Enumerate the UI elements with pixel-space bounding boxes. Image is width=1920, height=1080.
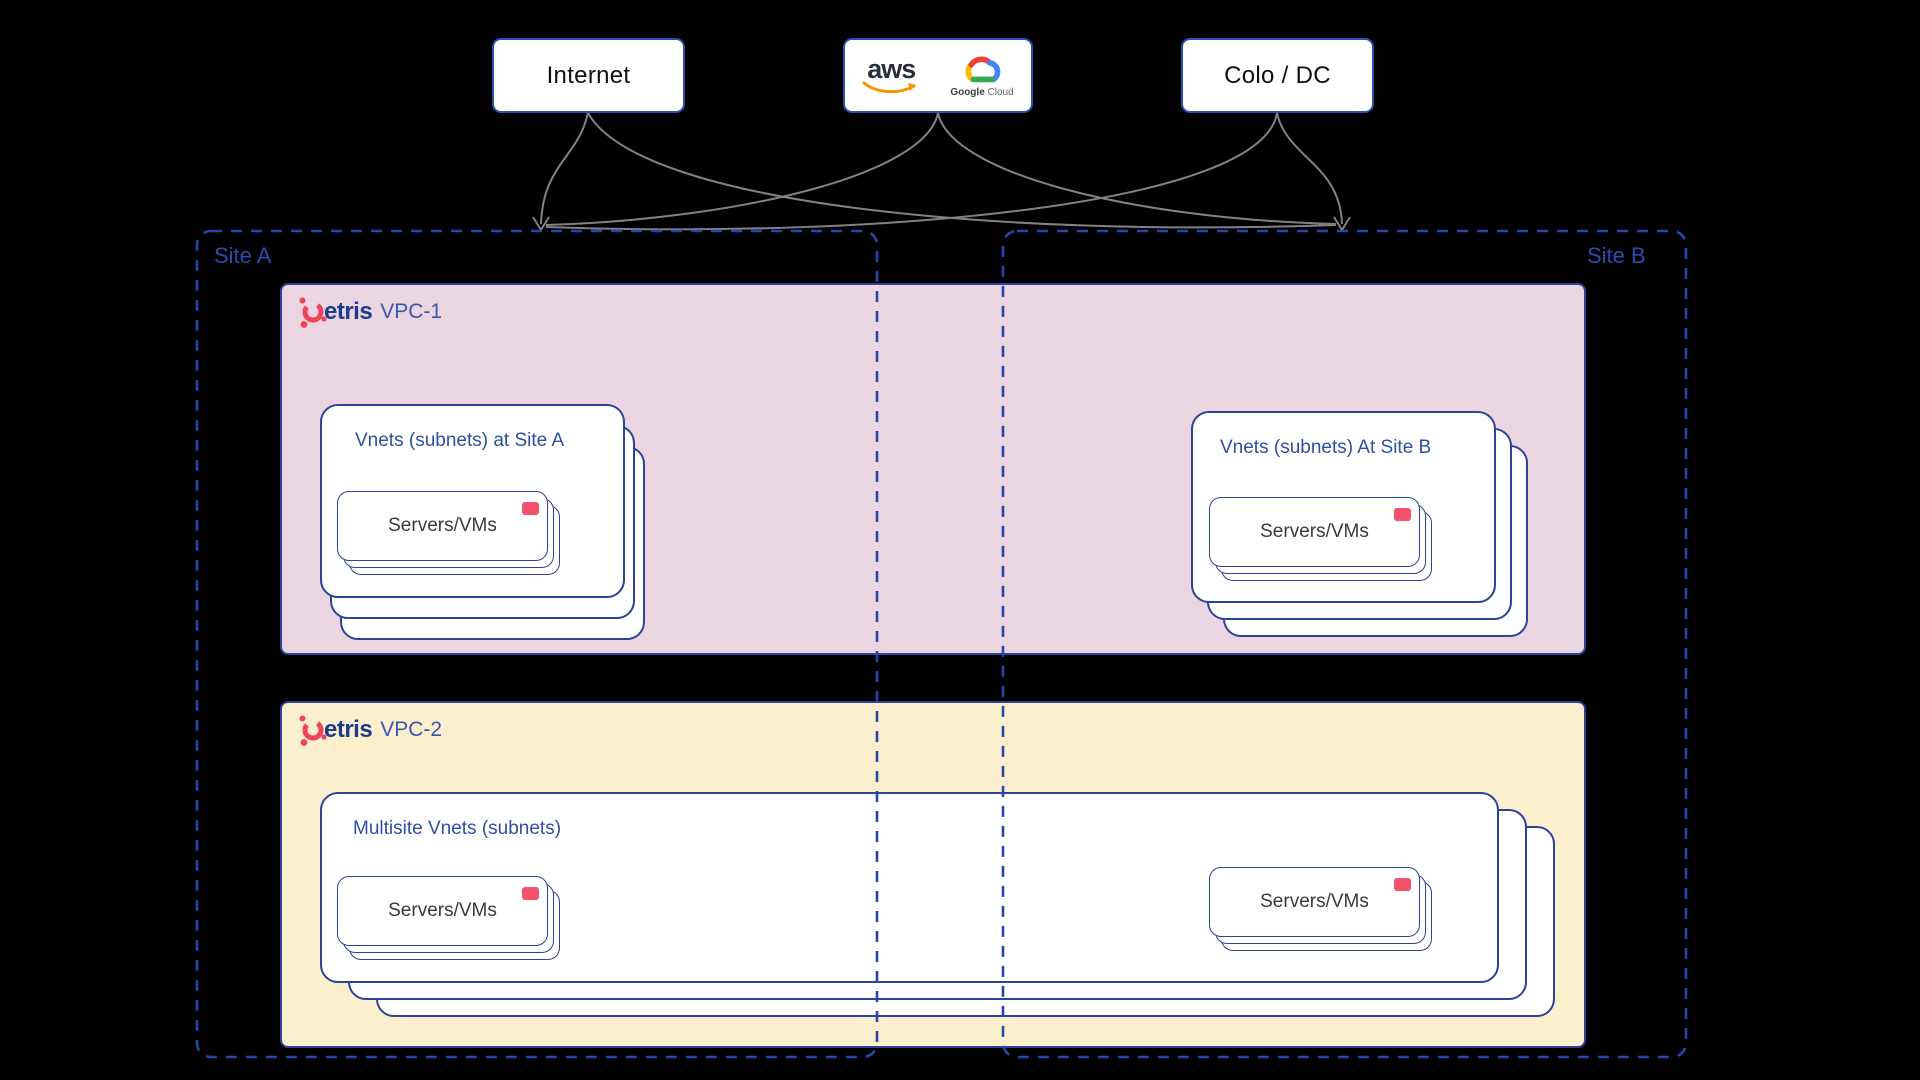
vpc1-container: etris VPC-1 Vnets (subnets) at Site A Se… — [280, 283, 1586, 655]
edge-internet-siteb — [587, 112, 1337, 229]
vm-badge-icon — [1394, 508, 1411, 521]
edge-colo-siteb — [1276, 112, 1343, 225]
vnet-stack-site-a: Vnets (subnets) at Site A Servers/VMs — [320, 404, 645, 640]
arrowhead-siteb-icon — [1333, 216, 1351, 232]
colo-dc-label: Colo / DC — [1224, 61, 1331, 89]
internet-node: Internet — [492, 38, 685, 113]
aws-label: aws — [867, 53, 916, 84]
server-card-front: Servers/VMs — [1209, 867, 1420, 937]
multisite-vnet-title: Multisite Vnets (subnets) — [353, 818, 562, 839]
edge-cloud-sitea — [545, 112, 939, 226]
aws-logo: aws — [862, 53, 920, 96]
site-a-label: Site A — [214, 243, 272, 268]
vnet-title-site-b: Vnets (subnets) At Site B — [1220, 437, 1432, 458]
aws-smile-icon — [862, 81, 917, 93]
multisite-vnet-stack: Multisite Vnets (subnets) Servers/VMs Se… — [320, 792, 1555, 1017]
google-cloud-icon — [965, 56, 1001, 82]
edge-internet-sitea — [540, 112, 589, 225]
servers-label: Servers/VMs — [1260, 891, 1369, 912]
servers-stack-site-a: Servers/VMs — [337, 491, 560, 575]
servers-stack-site-b: Servers/VMs — [1209, 497, 1432, 581]
servers-label: Servers/VMs — [1260, 521, 1369, 542]
vm-badge-icon — [522, 887, 539, 900]
colo-dc-node: Colo / DC — [1181, 38, 1374, 113]
servers-label: Servers/VMs — [388, 900, 497, 921]
vnet-card-front: Vnets (subnets) At Site B Servers/VMs — [1191, 411, 1496, 603]
google-cloud-label: Google Cloud — [950, 87, 1013, 98]
server-card-front: Servers/VMs — [337, 876, 548, 946]
servers-stack-left: Servers/VMs — [337, 876, 560, 960]
arrowhead-sitea-icon — [532, 216, 550, 232]
netris-vpc1-brand: etris VPC-1 — [298, 297, 443, 328]
vm-badge-icon — [1394, 878, 1411, 891]
netris-vpc2-brand: etris VPC-2 — [298, 715, 443, 746]
cloud-word: Cloud — [984, 86, 1014, 98]
servers-stack-right: Servers/VMs — [1209, 867, 1432, 951]
vpc2-container: etris VPC-2 Multisite Vnets (subnets) Se… — [280, 701, 1586, 1048]
vpc2-label: VPC-2 — [380, 718, 443, 741]
vnet-stack-site-b: Vnets (subnets) At Site B Servers/VMs — [1191, 411, 1528, 637]
netris-brand-label: etris — [324, 298, 373, 325]
vm-badge-icon — [522, 502, 539, 515]
edge-cloud-siteb — [937, 112, 1337, 225]
cloud-logos: aws Google Cloud — [845, 54, 1031, 98]
netris-brand-label: etris — [324, 716, 373, 743]
site-b-label: Site B — [1587, 243, 1646, 268]
vnet-card-front: Vnets (subnets) at Site A Servers/VMs — [320, 404, 625, 598]
vnet-card-front: Multisite Vnets (subnets) Servers/VMs Se… — [320, 792, 1499, 983]
cloud-providers-node: aws Google Cloud — [843, 38, 1033, 113]
server-card-front: Servers/VMs — [1209, 497, 1420, 567]
google-cloud-logo: Google Cloud — [950, 54, 1014, 98]
internet-label: Internet — [546, 61, 631, 89]
edge-colo-sitea — [545, 112, 1278, 231]
vnet-title-site-a: Vnets (subnets) at Site A — [355, 430, 565, 451]
google-word: Google — [950, 86, 985, 98]
vpc1-label: VPC-1 — [380, 300, 443, 323]
server-card-front: Servers/VMs — [337, 491, 548, 561]
servers-label: Servers/VMs — [388, 515, 497, 536]
